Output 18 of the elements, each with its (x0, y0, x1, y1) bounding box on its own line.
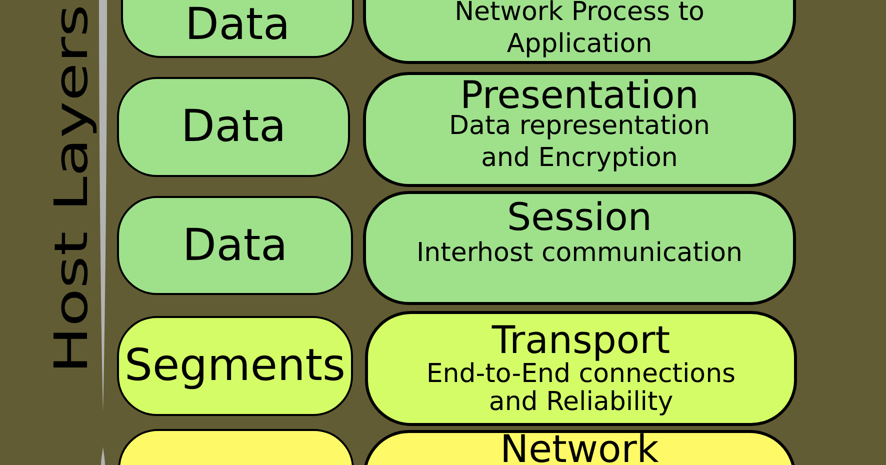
layer-description: End-to-End connections and Reliability (425, 360, 737, 416)
layer-box (365, 311, 797, 426)
layer-box (363, 191, 796, 305)
data-unit-box (117, 77, 350, 177)
layer-box (363, 72, 796, 187)
layer-name: Presentation (460, 78, 699, 112)
layer-description: Data representation and Encryption (448, 110, 712, 174)
layer-name: Session (507, 200, 652, 234)
data-unit-label: Data (184, 6, 290, 44)
data-unit-label: Data (182, 220, 288, 270)
data-unit-box (117, 196, 353, 295)
layer-description: Network Process to Application (454, 0, 706, 60)
layer-name: Network (500, 434, 659, 464)
group-label: Host Layers (44, 4, 97, 374)
layer-description: Interhost communication (416, 237, 743, 269)
data-unit-label: Segments (124, 341, 346, 391)
data-unit-box (117, 316, 353, 416)
data-unit-label: Data (180, 102, 286, 152)
